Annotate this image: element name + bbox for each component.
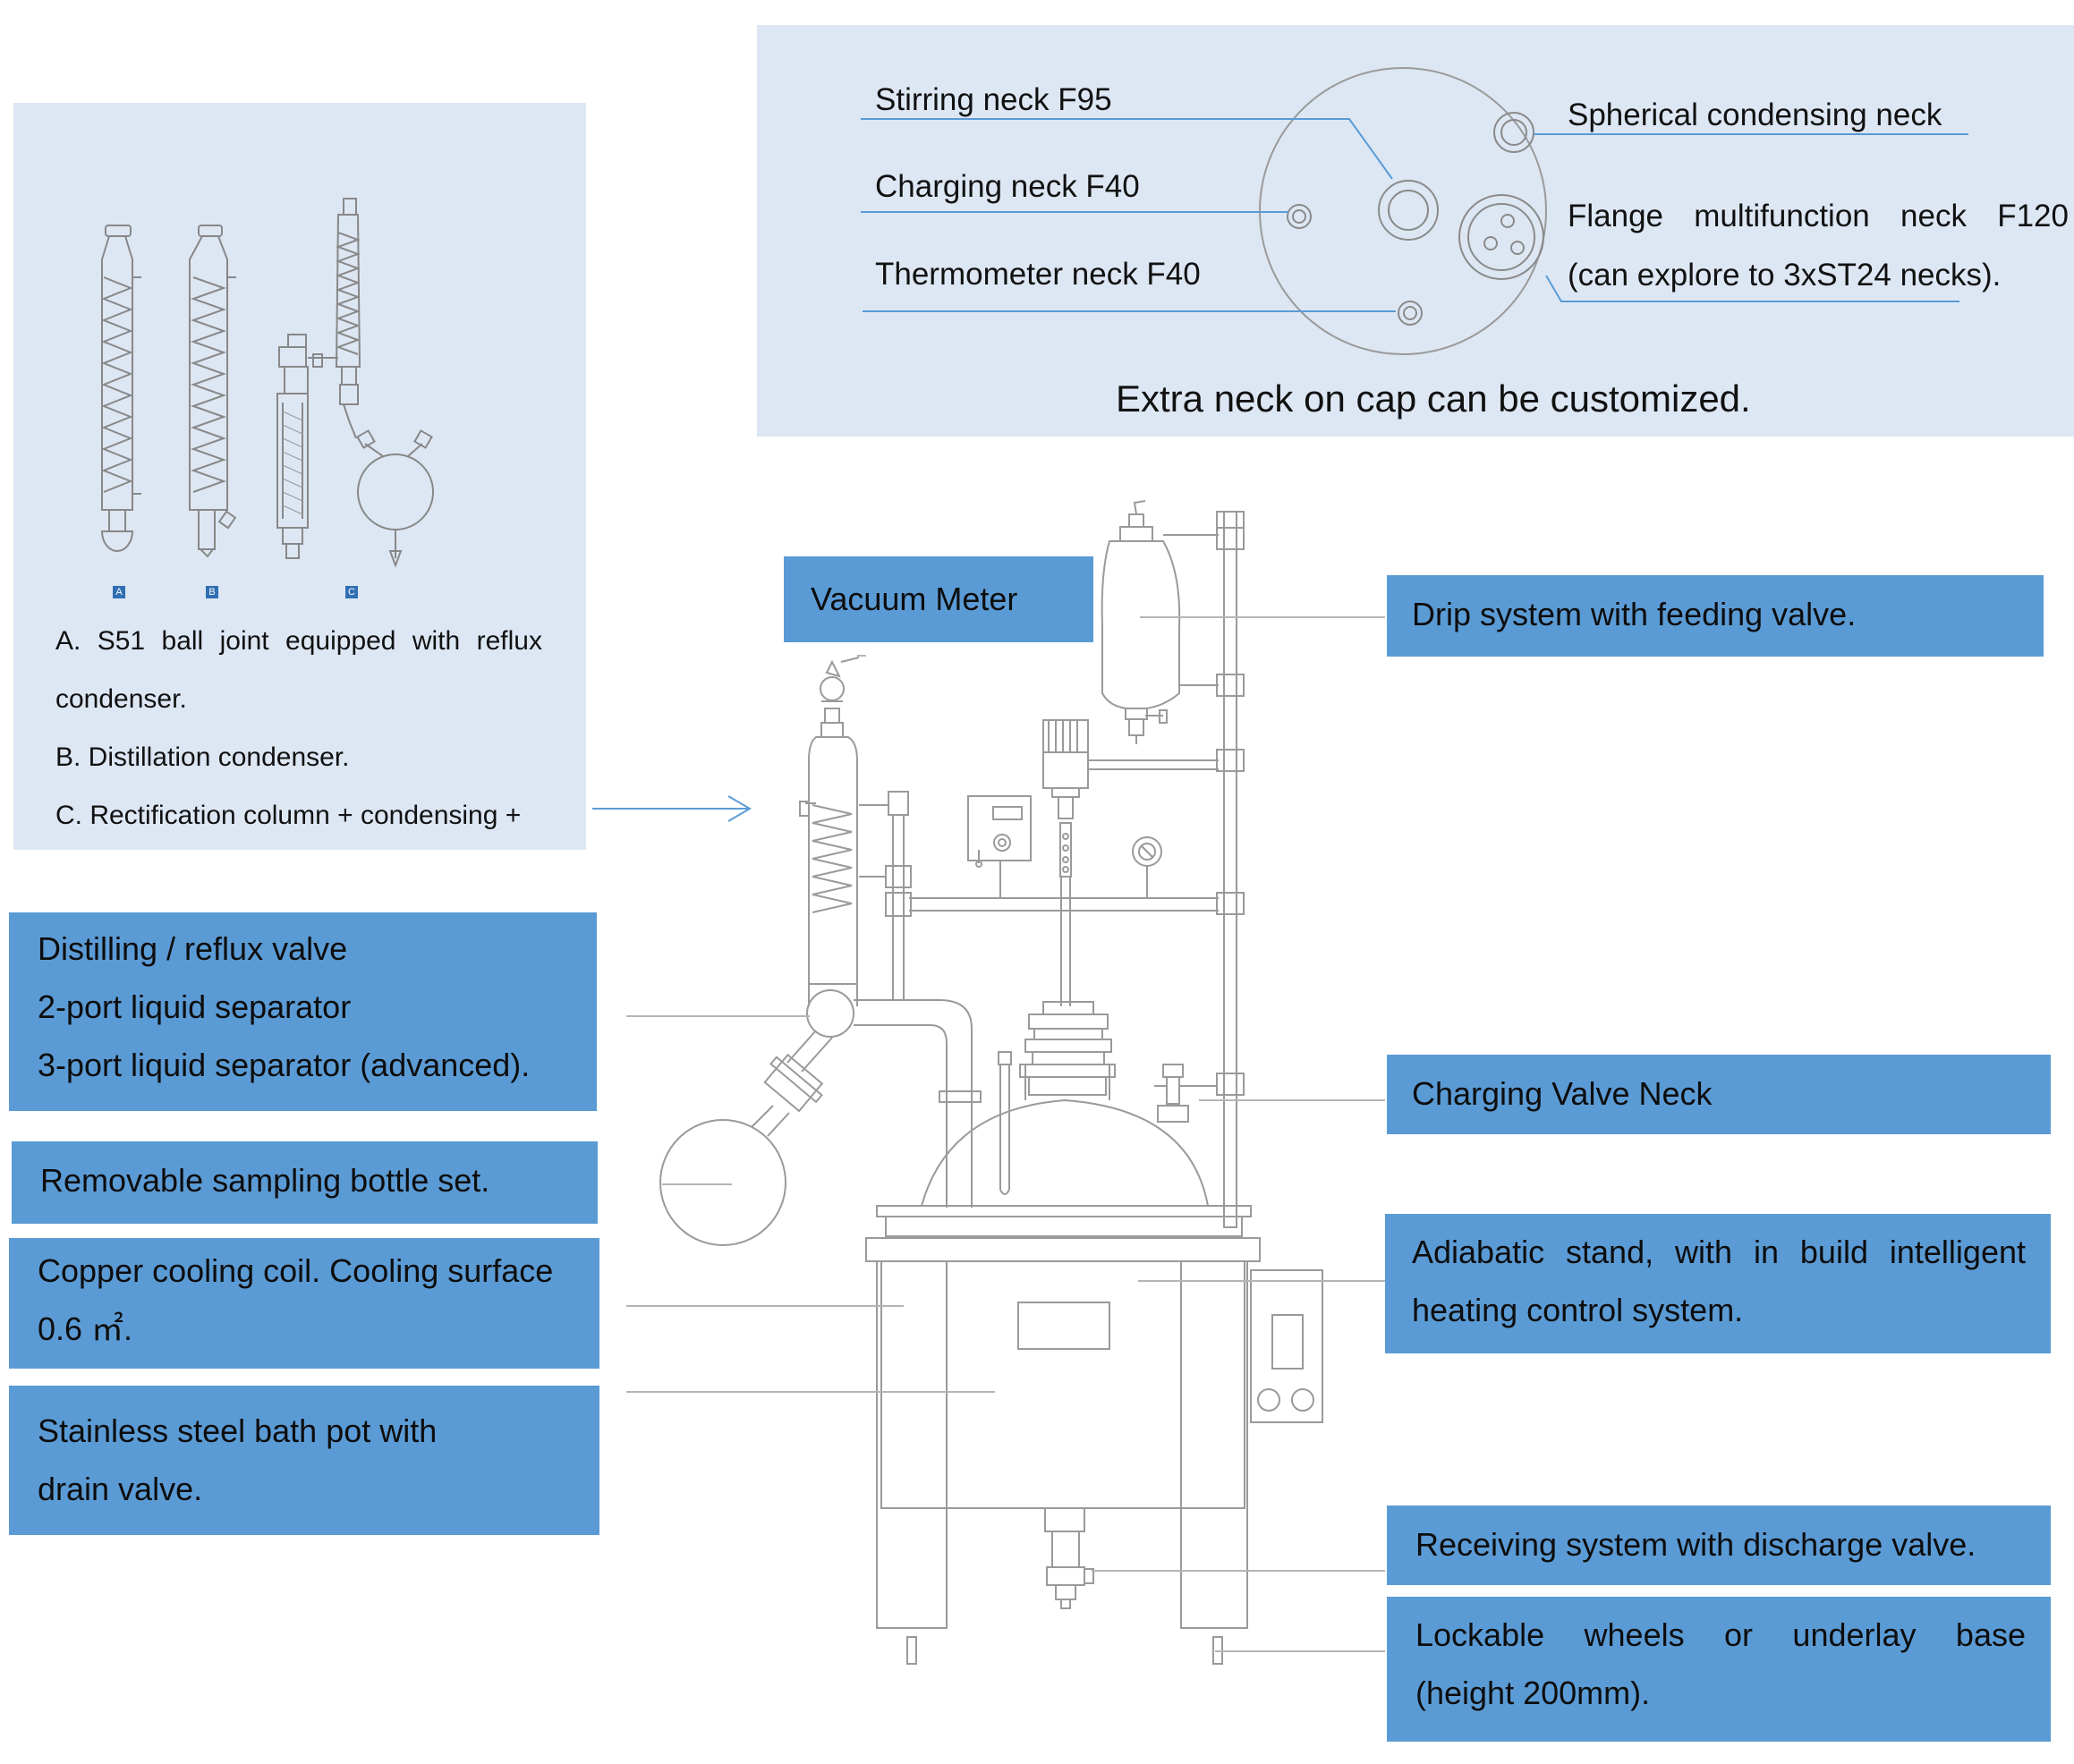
- reactor-vessel: [921, 1098, 1209, 1207]
- condenser-option-a-cont: condenser.: [55, 684, 187, 714]
- drip-funnel-icon: [1101, 500, 1219, 744]
- flange-neck-label: Flange multifunction neck F120: [1568, 199, 2069, 233]
- bath-label-line2: drain valve.: [38, 1471, 203, 1507]
- separator-ball: [806, 989, 854, 1038]
- adiabatic-label-line1: Adiabatic stand, with in build intellige…: [1412, 1234, 2026, 1270]
- bath-pot: [880, 1260, 1245, 1509]
- drain-valve-icon: [1044, 1507, 1094, 1609]
- coil-label-box: Copper cooling coil. Cooling surface 0.6…: [9, 1238, 599, 1369]
- sampling-label: Removable sampling bottle set.: [40, 1162, 490, 1199]
- charging-neck-label: Charging neck F40: [875, 169, 1140, 204]
- spherical-neck-label: Spherical condensing neck: [1568, 98, 1942, 132]
- drip-system-label: Drip system with feeding valve.: [1412, 596, 1857, 632]
- receiving-label: Receiving system with discharge valve.: [1415, 1526, 1976, 1563]
- receiving-label-box: Receiving system with discharge valve.: [1387, 1505, 2051, 1585]
- badge-c: C: [348, 587, 355, 598]
- bath-label-box: Stainless steel bath pot with drain valv…: [9, 1386, 599, 1535]
- wheels-label-line2: (height 200mm).: [1415, 1675, 1651, 1711]
- flange-neck-sublabel: (can explore to 3xST24 necks).: [1568, 258, 2002, 293]
- valve-label-line1: Distilling / reflux valve: [38, 930, 348, 967]
- valve-label-line3: 3-port liquid separator (advanced).: [38, 1047, 531, 1083]
- support-pole: [1223, 511, 1237, 1228]
- stirrer-motor-icon: [1042, 719, 1219, 1006]
- vacuum-meter-label: Vacuum Meter: [811, 581, 1018, 617]
- thermometer-neck-label: Thermometer neck F40: [875, 257, 1201, 292]
- adiabatic-label-box: Adiabatic stand, with in build intellige…: [1385, 1214, 2051, 1353]
- adiabatic-label-line2: heating control system.: [1412, 1292, 1744, 1328]
- bath-label-line1: Stainless steel bath pot with: [38, 1412, 438, 1449]
- sampling-flask: [659, 1119, 786, 1246]
- wheels-label-line1: Lockable wheels or underlay base: [1415, 1616, 2026, 1653]
- badge-b: B: [208, 587, 216, 598]
- valve-label-box: Distilling / reflux valve 2-port liquid …: [9, 912, 597, 1111]
- coil-label-line1: Copper cooling coil. Cooling surface: [38, 1252, 554, 1289]
- stirring-neck-label: Stirring neck F95: [875, 82, 1112, 117]
- badge-a: A: [115, 587, 123, 598]
- condenser-panel: [13, 103, 586, 850]
- valve-label-line2: 2-port liquid separator: [38, 988, 352, 1025]
- charging-valve-label-box: Charging Valve Neck: [1387, 1055, 2051, 1134]
- sampling-label-box: Removable sampling bottle set.: [12, 1141, 598, 1224]
- charging-valve-label: Charging Valve Neck: [1412, 1075, 1713, 1112]
- reflux-condenser-icon: [799, 657, 860, 1006]
- condenser-option-b: B. Distillation condenser.: [55, 742, 350, 772]
- coil-label-line2: 0.6 ㎡.: [38, 1310, 133, 1347]
- drip-system-label-box: Drip system with feeding valve.: [1387, 575, 2044, 657]
- vacuum-meter-label-box: Vacuum Meter: [784, 556, 1093, 642]
- pointer-arrow-icon: [592, 795, 752, 822]
- wheels-label-box: Lockable wheels or underlay base (height…: [1387, 1597, 2051, 1742]
- vacuum-gauge-icon: [1132, 836, 1162, 898]
- vacuum-control-box: [967, 795, 1032, 898]
- heating-control-panel: [1250, 1269, 1323, 1423]
- condenser-option-a: A. S51 ball joint equipped with reflux: [55, 626, 542, 656]
- cap-caption: Extra neck on cap can be customized.: [1116, 377, 1751, 420]
- receiving-flask-joint: [763, 1053, 824, 1113]
- condenser-option-c: C. Rectification column + condensing +: [55, 801, 522, 830]
